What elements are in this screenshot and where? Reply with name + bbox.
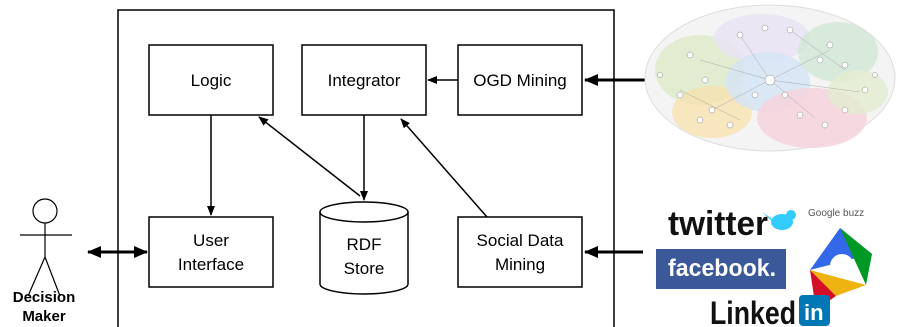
arrow-social-to-integrator (400, 118, 488, 218)
logic-label: Logic (191, 71, 232, 90)
social-data-mining-box: Social Data Mining (457, 216, 583, 288)
actor-label-line1: Decision (13, 289, 76, 306)
speech-bubble-icon (810, 228, 872, 310)
stick-figure-icon (20, 198, 72, 297)
user-interface-label-line1: User (193, 231, 229, 250)
rdf-store-label-line1: RDF (347, 235, 382, 254)
rdf-store-cylinder: RDF Store (319, 201, 409, 295)
logic-box: Logic (148, 44, 274, 116)
linkedin-logo: Linked in (710, 295, 830, 327)
integrator-box: Integrator (301, 44, 427, 116)
ogd-mining-box: OGD Mining (457, 44, 583, 116)
twitter-logo: twitter (668, 205, 796, 243)
google-buzz-logo: Google buzz (808, 208, 872, 310)
ogd-mining-label: OGD Mining (473, 71, 567, 90)
system-boundary (117, 9, 615, 327)
actor-label-line2: Maker (22, 308, 66, 325)
social-data-mining-label-line1: Social Data (477, 231, 564, 250)
arrow-rdf-to-logic (258, 116, 361, 197)
twitter-wordmark: twitter (668, 205, 768, 243)
bird-icon (762, 210, 796, 230)
rdf-store-label-line2: Store (344, 259, 385, 278)
user-interface-box: User Interface (148, 216, 274, 288)
integrator-label: Integrator (328, 71, 401, 90)
facebook-logo: facebook. (656, 249, 786, 289)
social-data-mining-label-line2: Mining (495, 255, 545, 274)
google-buzz-wordmark: Google buzz (808, 208, 864, 219)
facebook-wordmark: facebook. (668, 255, 776, 282)
user-interface-label-line2: Interface (178, 255, 244, 274)
linked-data-cloud-graphic (644, 4, 896, 152)
linkedin-wordmark: Linked (710, 295, 796, 327)
linkedin-in-mark: in (804, 300, 824, 325)
